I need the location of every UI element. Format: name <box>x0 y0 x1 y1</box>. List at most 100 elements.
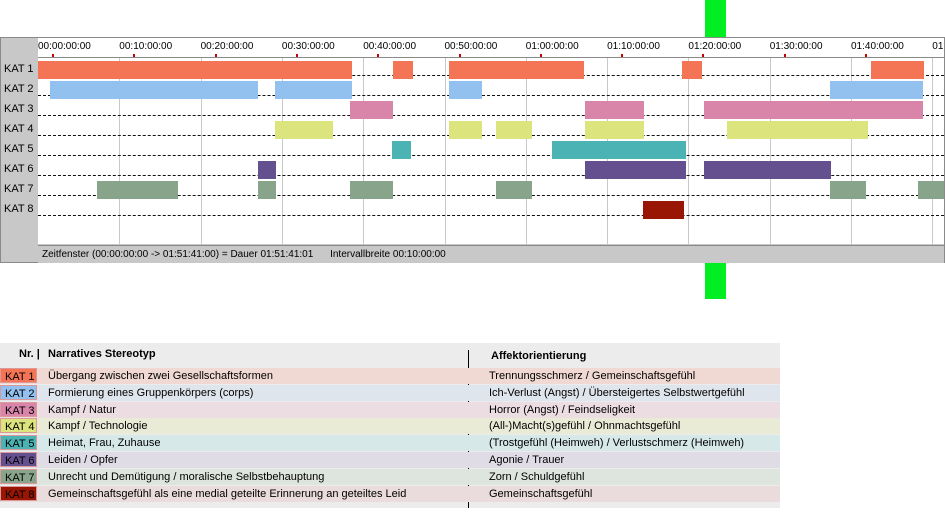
timeline-segment[interactable] <box>495 181 533 199</box>
timeline-segment[interactable] <box>448 121 482 139</box>
affect-label: Gemeinschaftsgefühl <box>489 487 593 500</box>
row-label: KAT 6 <box>4 163 34 175</box>
timeline-segment[interactable] <box>727 121 869 139</box>
grid-line <box>363 58 365 244</box>
timeline-segment[interactable] <box>258 181 277 199</box>
row-baseline <box>38 215 944 216</box>
timeline-segment[interactable] <box>38 61 352 79</box>
row-label: KAT 8 <box>4 203 34 215</box>
time-tick-label: 01:30:00:00 <box>769 41 823 52</box>
stereotype-label: Leiden / Opfer <box>48 454 118 466</box>
category-swatch: KAT 1 <box>0 368 37 383</box>
timeline-segment[interactable] <box>96 181 178 199</box>
timeline-segment[interactable] <box>448 61 584 79</box>
legend-row: KAT 8 Gemeinschaftsgefühl als eine medial… <box>0 485 780 502</box>
timeline-segment[interactable] <box>703 101 924 119</box>
timeline-segment[interactable] <box>350 101 394 119</box>
category-swatch: KAT 8 <box>0 485 37 501</box>
grid-line <box>769 58 771 244</box>
timeline-segment[interactable] <box>585 101 645 119</box>
time-tick-label: 00:10:00:00 <box>119 41 173 52</box>
timeline-segment[interactable] <box>258 161 277 179</box>
time-tick-label: 00:20:00:00 <box>200 41 254 52</box>
time-tick-mark <box>295 54 298 57</box>
category-swatch: KAT 4 <box>0 418 37 434</box>
status-window: Zeitfenster (00:00:00:00 -> 01:51:41:00)… <box>42 249 314 260</box>
time-tick-mark <box>214 54 217 57</box>
stereotype-label: Heimat, Frau, Zuhause <box>48 437 161 450</box>
affect-label: Ich-Verlust (Angst) / Übersteigertes Sel… <box>489 386 745 399</box>
timeline-segment[interactable] <box>585 161 686 179</box>
row-label: KAT 3 <box>4 103 34 115</box>
stereotype-label: Gemeinschaftsgefühl als eine medial gete… <box>48 487 407 500</box>
time-tick-mark <box>458 54 461 57</box>
time-tick-mark <box>52 54 54 57</box>
time-tick-mark <box>377 54 380 57</box>
timeline-segment[interactable] <box>642 201 685 219</box>
timeline-segment[interactable] <box>918 181 944 199</box>
row-label: KAT 4 <box>4 123 34 135</box>
legend-row: KAT 1 Übergang zwischen zwei Gesellschaft… <box>0 368 780 384</box>
affect-label: (Trostgefühl (Heimweh) / Verlustschmerz … <box>489 437 745 450</box>
legend-row: KAT 6 Leiden / Opfer Agonie / Trauer <box>0 452 780 468</box>
category-swatch: KAT 2 <box>0 384 37 400</box>
timeline-segment[interactable] <box>829 181 867 199</box>
grid-line <box>525 58 527 244</box>
time-tick-label: 00:40:00:00 <box>363 41 417 52</box>
row-baseline <box>38 115 944 116</box>
status-interval: Intervallbreite 00:10:00:00 <box>330 249 446 260</box>
playhead-marker-top[interactable] <box>705 0 726 37</box>
category-swatch: KAT 7 <box>0 468 37 484</box>
time-tick-mark <box>702 54 705 57</box>
timeline-segment[interactable] <box>829 81 924 99</box>
row-baseline <box>38 95 944 96</box>
timeline-segment[interactable] <box>350 181 394 199</box>
time-tick-mark <box>133 54 136 57</box>
timeline-segment[interactable] <box>871 61 925 79</box>
affect-label: Agonie / Trauer <box>489 454 565 466</box>
time-tick-mark <box>783 54 786 57</box>
timeline-segment[interactable] <box>274 121 334 139</box>
row-baseline <box>38 155 944 156</box>
timeline-segment[interactable] <box>448 81 482 99</box>
timeline-segment[interactable] <box>274 81 352 99</box>
time-tick-label: 01:20:00:00 <box>688 41 742 52</box>
grid-line <box>444 58 446 244</box>
timeline-segment[interactable] <box>495 121 533 139</box>
timeline-segment[interactable] <box>681 61 703 79</box>
timeline-segment[interactable] <box>393 61 413 79</box>
row-baseline <box>38 195 944 196</box>
stereotype-label: Übergang zwischen zwei Gesellschaftsform… <box>48 370 273 382</box>
grid-line <box>688 58 690 244</box>
timeline-segment[interactable] <box>585 121 645 139</box>
stereotype-label: Formierung eines Gruppenkörpers (corps) <box>48 386 254 399</box>
timeline-segment[interactable] <box>391 141 412 159</box>
row-baseline <box>38 175 944 176</box>
legend-header-nr: Nr. | <box>19 348 40 360</box>
stereotype-label: Kampf / Technologie <box>48 420 148 433</box>
timeline-segment[interactable] <box>703 161 832 179</box>
category-swatch: KAT 6 <box>0 452 37 467</box>
row-label: KAT 7 <box>4 183 34 195</box>
legend-table: Nr. | Narratives Stereotyp Affektorienti… <box>0 343 780 508</box>
affect-label: Horror (Angst) / Feindseligkeit <box>489 403 636 416</box>
timeline-segment[interactable] <box>551 141 686 159</box>
time-tick-label: 00:30:00:00 <box>281 41 335 52</box>
status-bar: Zeitfenster (00:00:00:00 -> 01:51:41:00)… <box>38 245 944 263</box>
time-tick-label: 01:40:00:00 <box>851 41 904 52</box>
affect-label: Trennungsschmerz / Gemeinschaftsgefühl <box>489 370 696 382</box>
time-tick-mark <box>621 54 624 57</box>
timeline-segment[interactable] <box>50 81 259 99</box>
time-tick-label: 01:10:00:00 <box>607 41 660 52</box>
timeline-plot[interactable] <box>38 58 944 244</box>
grid-line <box>200 58 202 244</box>
legend-header-affect: Affektorientierung <box>491 350 587 362</box>
time-tick-mark <box>539 54 542 57</box>
playhead-marker-bottom[interactable] <box>705 263 726 299</box>
row-label: KAT 1 <box>4 63 34 75</box>
row-label: KAT 5 <box>4 143 34 155</box>
